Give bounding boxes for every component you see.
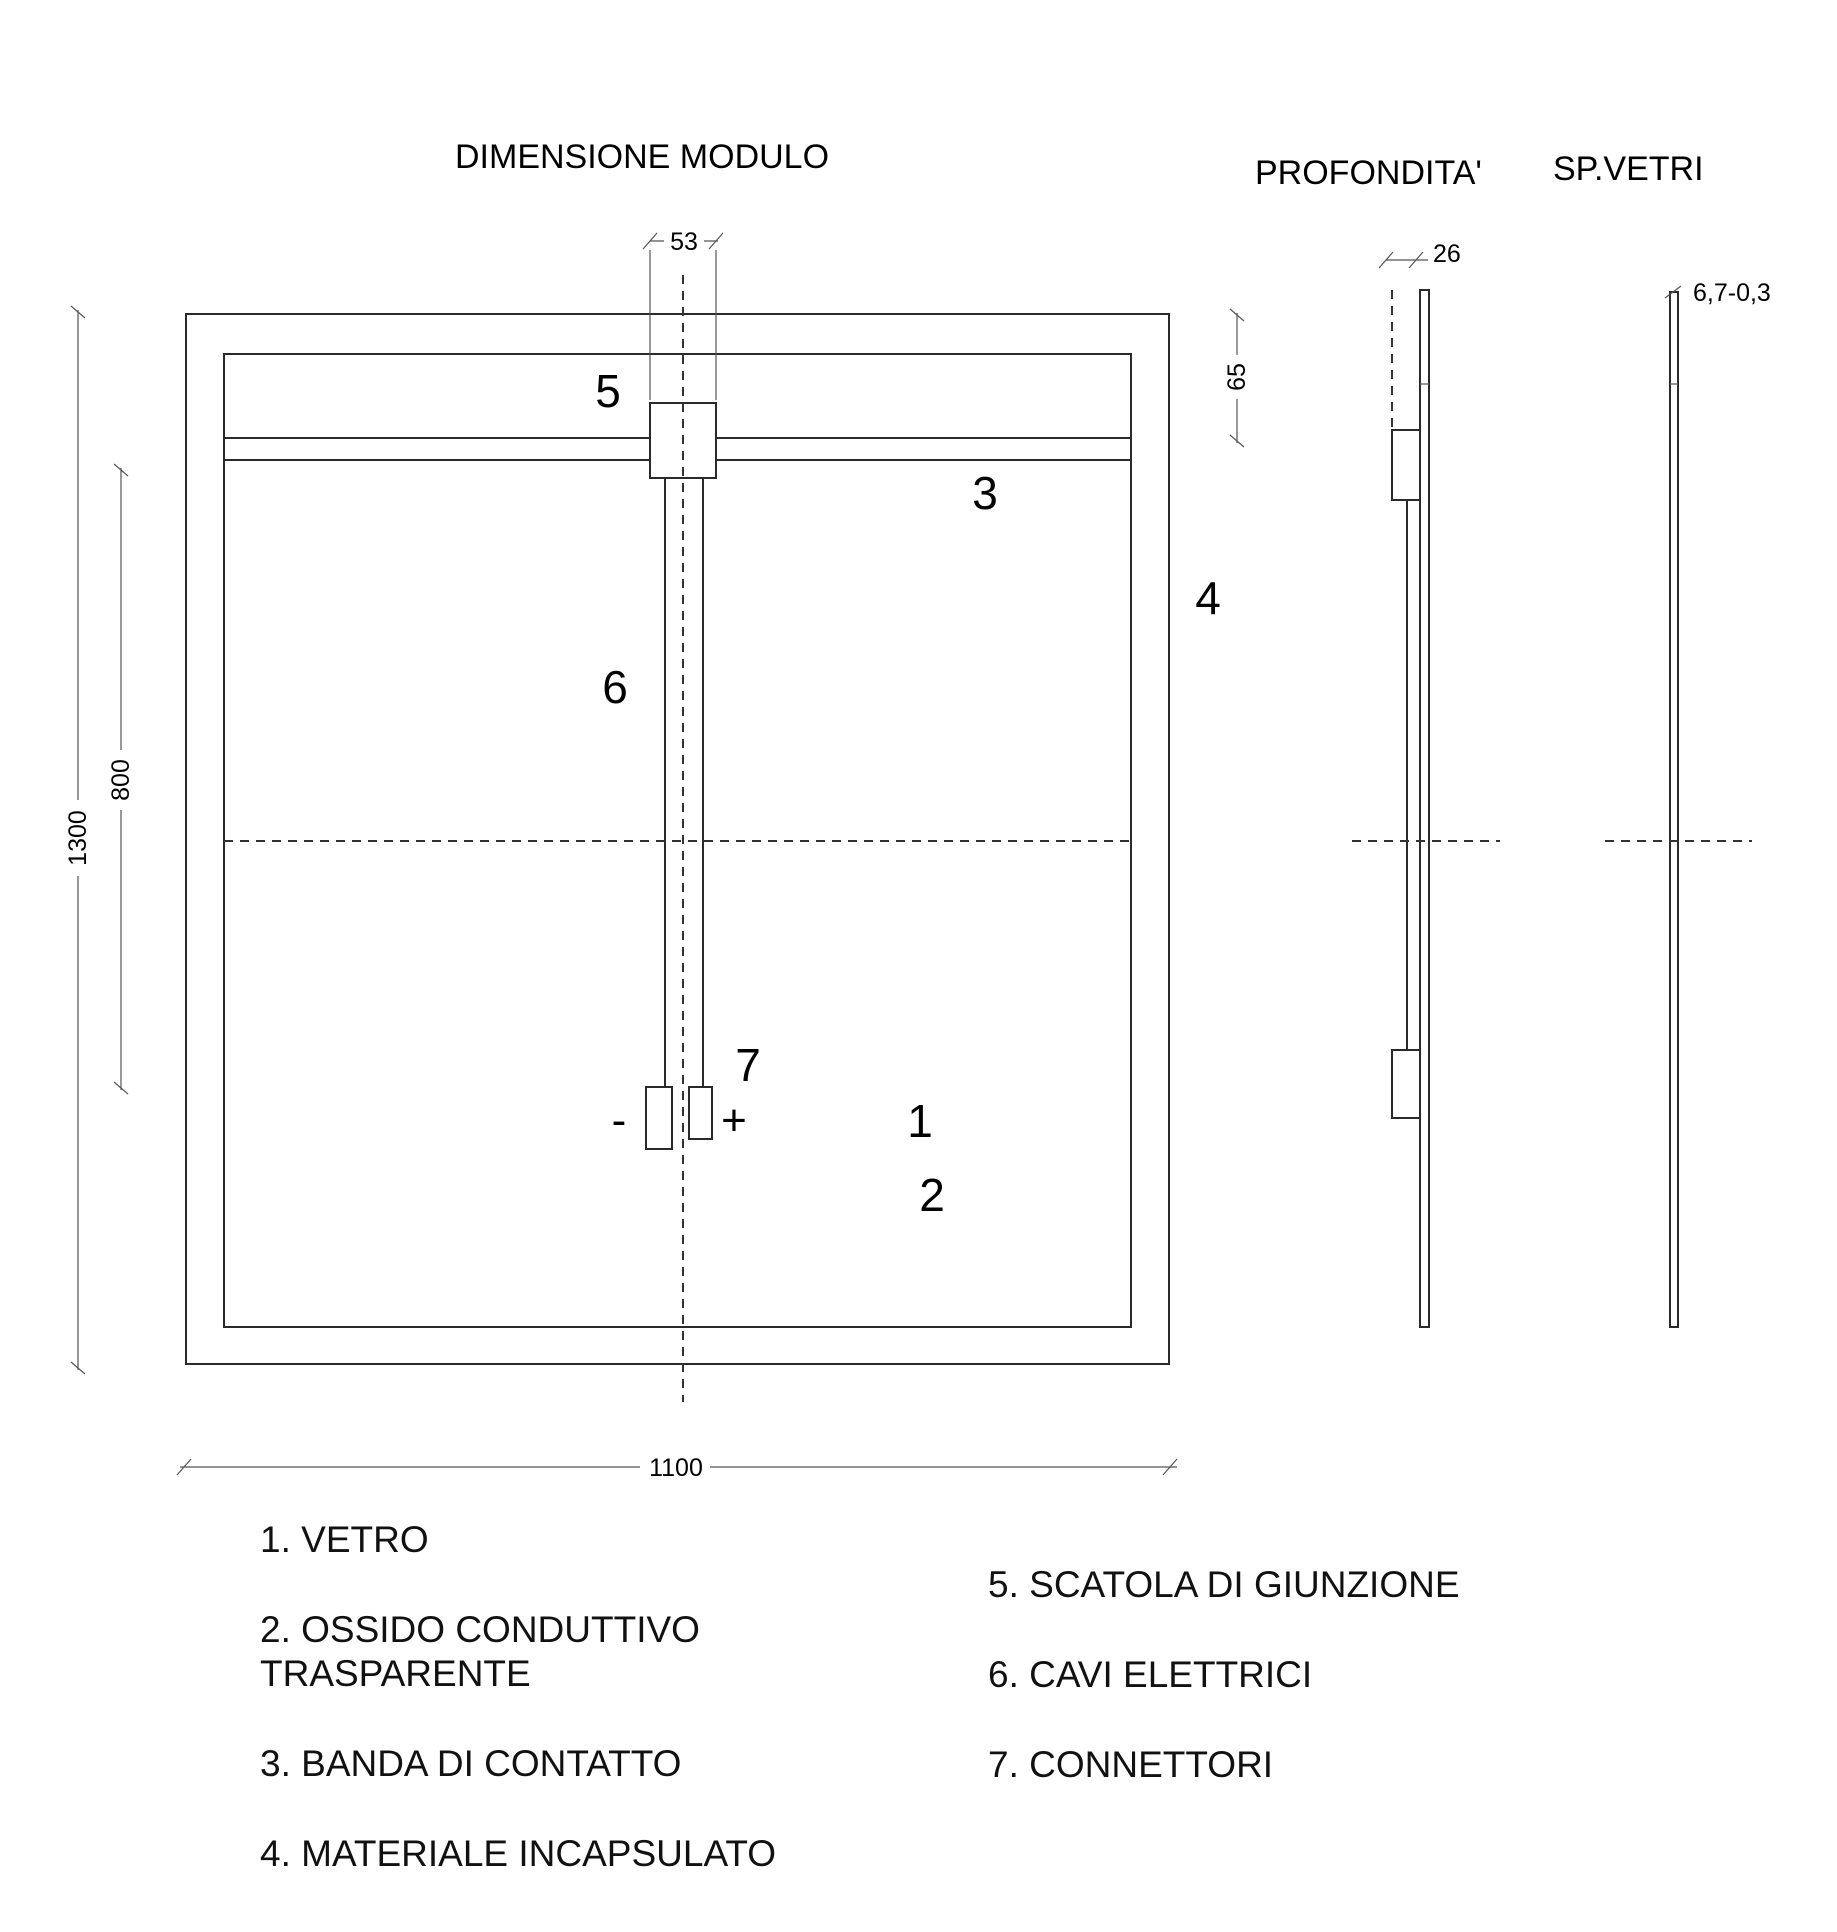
connector-positive [688,1086,713,1140]
legend-item-3: 3. BANDA DI CONTATTO [260,1743,682,1784]
legend-item-5: 5. SCATOLA DI GIUNZIONE [988,1564,1460,1605]
legend-item-2-line-1: 2. OSSIDO CONDUTTIVO [260,1609,700,1650]
polarity-negative: - [612,1096,627,1145]
callout-1: 1 [907,1095,933,1147]
legend-item-6: 6. CAVI ELETTRICI [988,1654,1313,1695]
dim-glass-thickness: 6,7-0,3 [1693,279,1771,307]
front-view [185,275,1170,1402]
dim-top-band: 65 [1223,363,1251,391]
legend-item-2-line-2: TRASPARENTE [260,1653,531,1694]
depth-view-title: PROFONDITA' [1255,154,1482,192]
legend-item-4: 4. MATERIALE INCAPSULATO [260,1833,777,1874]
polarity-positive: + [721,1096,747,1145]
dim-depth: 26 [1433,240,1461,268]
depth-panel [1419,289,1430,1328]
callout-numbers: 5 3 4 6 7 1 2 - + [595,365,1221,1221]
callout-7: 7 [735,1039,761,1091]
callout-4: 4 [1195,572,1221,624]
dimension-lines: 53 1300 800 65 1100 [62,226,1254,1482]
front-view-title: DIMENSIONE MODULO [455,138,829,176]
depth-view: 26 [1352,240,1500,1328]
glass-section [1669,291,1679,1328]
callout-3: 3 [972,467,998,519]
dim-cable-length: 800 [107,759,135,801]
dim-junction-box-width: 53 [670,228,698,256]
legend-left-column: 1. VETRO 2. OSSIDO CONDUTTIVO TRASPARENT… [260,1518,776,1876]
depth-connector [1391,1049,1421,1119]
glass-thickness-title: SP.VETRI [1553,150,1704,188]
callout-6: 6 [602,661,628,713]
dim-total-width: 1100 [649,1454,703,1482]
legend-right-column: 5. SCATOLA DI GIUNZIONE 6. CAVI ELETTRIC… [988,1563,1460,1787]
callout-2: 2 [919,1169,945,1221]
legend-item-7: 7. CONNETTORI [988,1744,1274,1785]
connector-negative [645,1086,673,1150]
callout-5: 5 [595,365,621,417]
dim-total-height: 1300 [64,810,92,866]
depth-junction-box [1391,429,1421,501]
glass-thickness-view: 6,7-0,3 [1605,279,1771,1328]
legend-item-1: 1. VETRO [260,1519,429,1560]
module-outer-frame [185,313,1170,1365]
